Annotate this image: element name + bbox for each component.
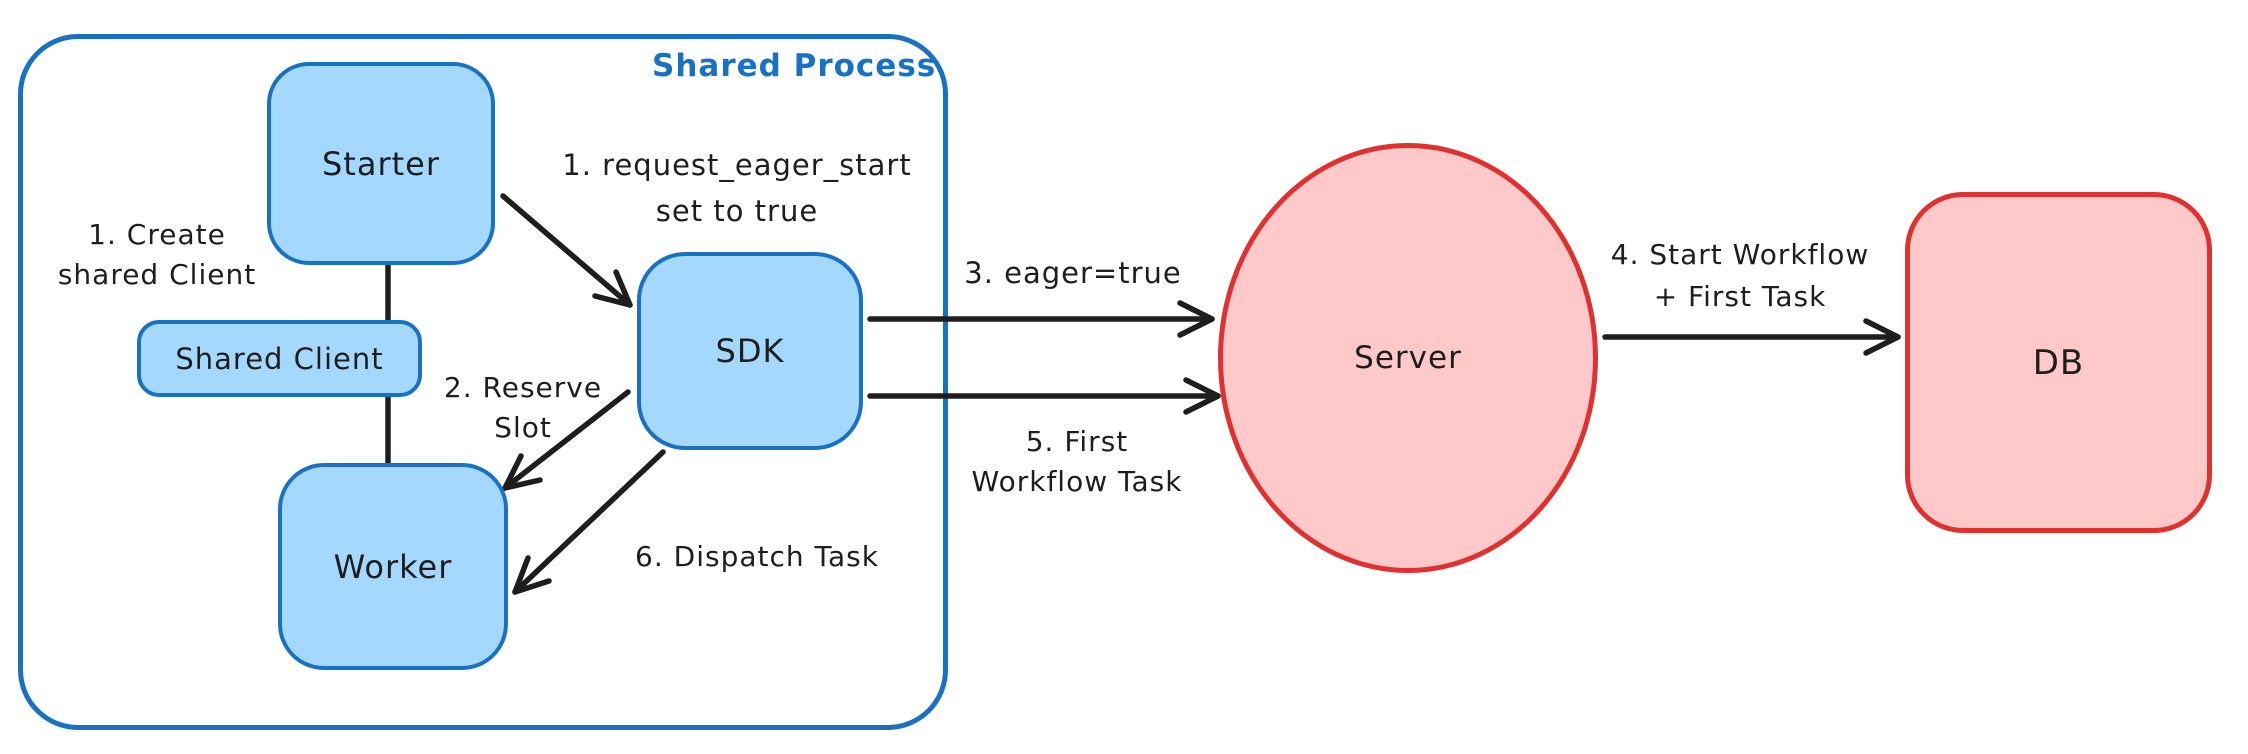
node-worker: Worker [278, 463, 508, 670]
node-shared-client-label: Shared Client [175, 341, 384, 376]
node-sdk-label: SDK [715, 332, 785, 370]
annotation-eager-true: 3. eager=true [964, 256, 1182, 290]
node-server: Server [1218, 143, 1598, 573]
annotation-dispatch-task: 6. Dispatch Task [635, 540, 879, 573]
node-starter-label: Starter [321, 144, 440, 183]
shared-process-label: Shared Process [652, 48, 937, 84]
annotation-request-eager-start: 1. request_eager_start set to true [562, 148, 912, 228]
node-shared-client: Shared Client [137, 320, 422, 397]
shared-process-container [18, 34, 948, 730]
node-starter: Starter [267, 62, 495, 265]
annotation-first-workflow-task: 5. First Workflow Task [971, 425, 1183, 498]
annotation-start-workflow-first-task: 4. Start Workflow + First Task [1610, 238, 1870, 313]
annotation-reserve-slot: 2. Reserve Slot [443, 371, 603, 444]
annotation-create-shared-client: 1. Create shared Client [57, 218, 257, 291]
node-sdk: SDK [637, 252, 863, 450]
node-worker-label: Worker [333, 547, 453, 586]
node-server-label: Server [1354, 340, 1462, 376]
node-db: DB [1905, 192, 2212, 533]
node-db-label: DB [2032, 342, 2085, 383]
arrow-server-to-db [1602, 318, 1901, 356]
